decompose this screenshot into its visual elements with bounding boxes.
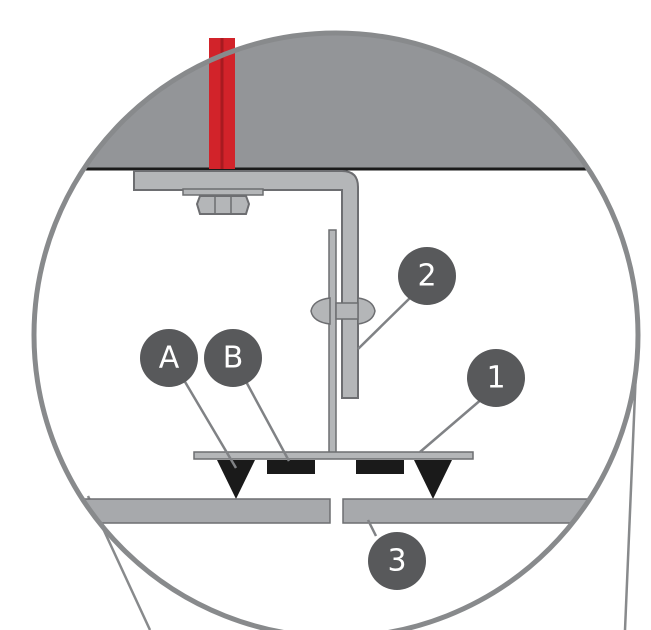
- callout-2: 2: [398, 247, 456, 305]
- marker-b-right: [356, 460, 404, 474]
- callout-a: A: [140, 329, 198, 387]
- marker-a-left: [217, 460, 255, 499]
- washer: [182, 188, 264, 196]
- svg-text:B: B: [223, 341, 244, 376]
- marker-b-left: [267, 460, 315, 474]
- wing-screw-icon: [310, 297, 331, 325]
- leader-1: [419, 397, 484, 453]
- ceiling-slab: [34, 33, 638, 169]
- carrier-bar: [193, 451, 474, 460]
- leader-3: [366, 519, 378, 537]
- callout-1: 1: [467, 349, 525, 407]
- svg-text:2: 2: [417, 259, 436, 294]
- callout-3: 3: [368, 532, 426, 590]
- svg-text:1: 1: [486, 361, 505, 396]
- ceiling-panel-right: [342, 498, 604, 524]
- marker-a-right: [414, 460, 452, 499]
- magnifier-circle: [31, 30, 641, 630]
- ceiling-panel-left: [59, 498, 331, 524]
- leader-2: [357, 294, 414, 350]
- svg-text:3: 3: [387, 544, 406, 579]
- leader-a: [176, 369, 238, 469]
- l-bracket: [133, 170, 359, 399]
- leader-b: [241, 375, 291, 462]
- callout-b: B: [204, 329, 262, 387]
- hex-nut-icon: [195, 195, 251, 215]
- magnifier-leader-right: [623, 369, 638, 630]
- hanger-rod: [328, 229, 337, 456]
- svg-text:A: A: [159, 341, 180, 376]
